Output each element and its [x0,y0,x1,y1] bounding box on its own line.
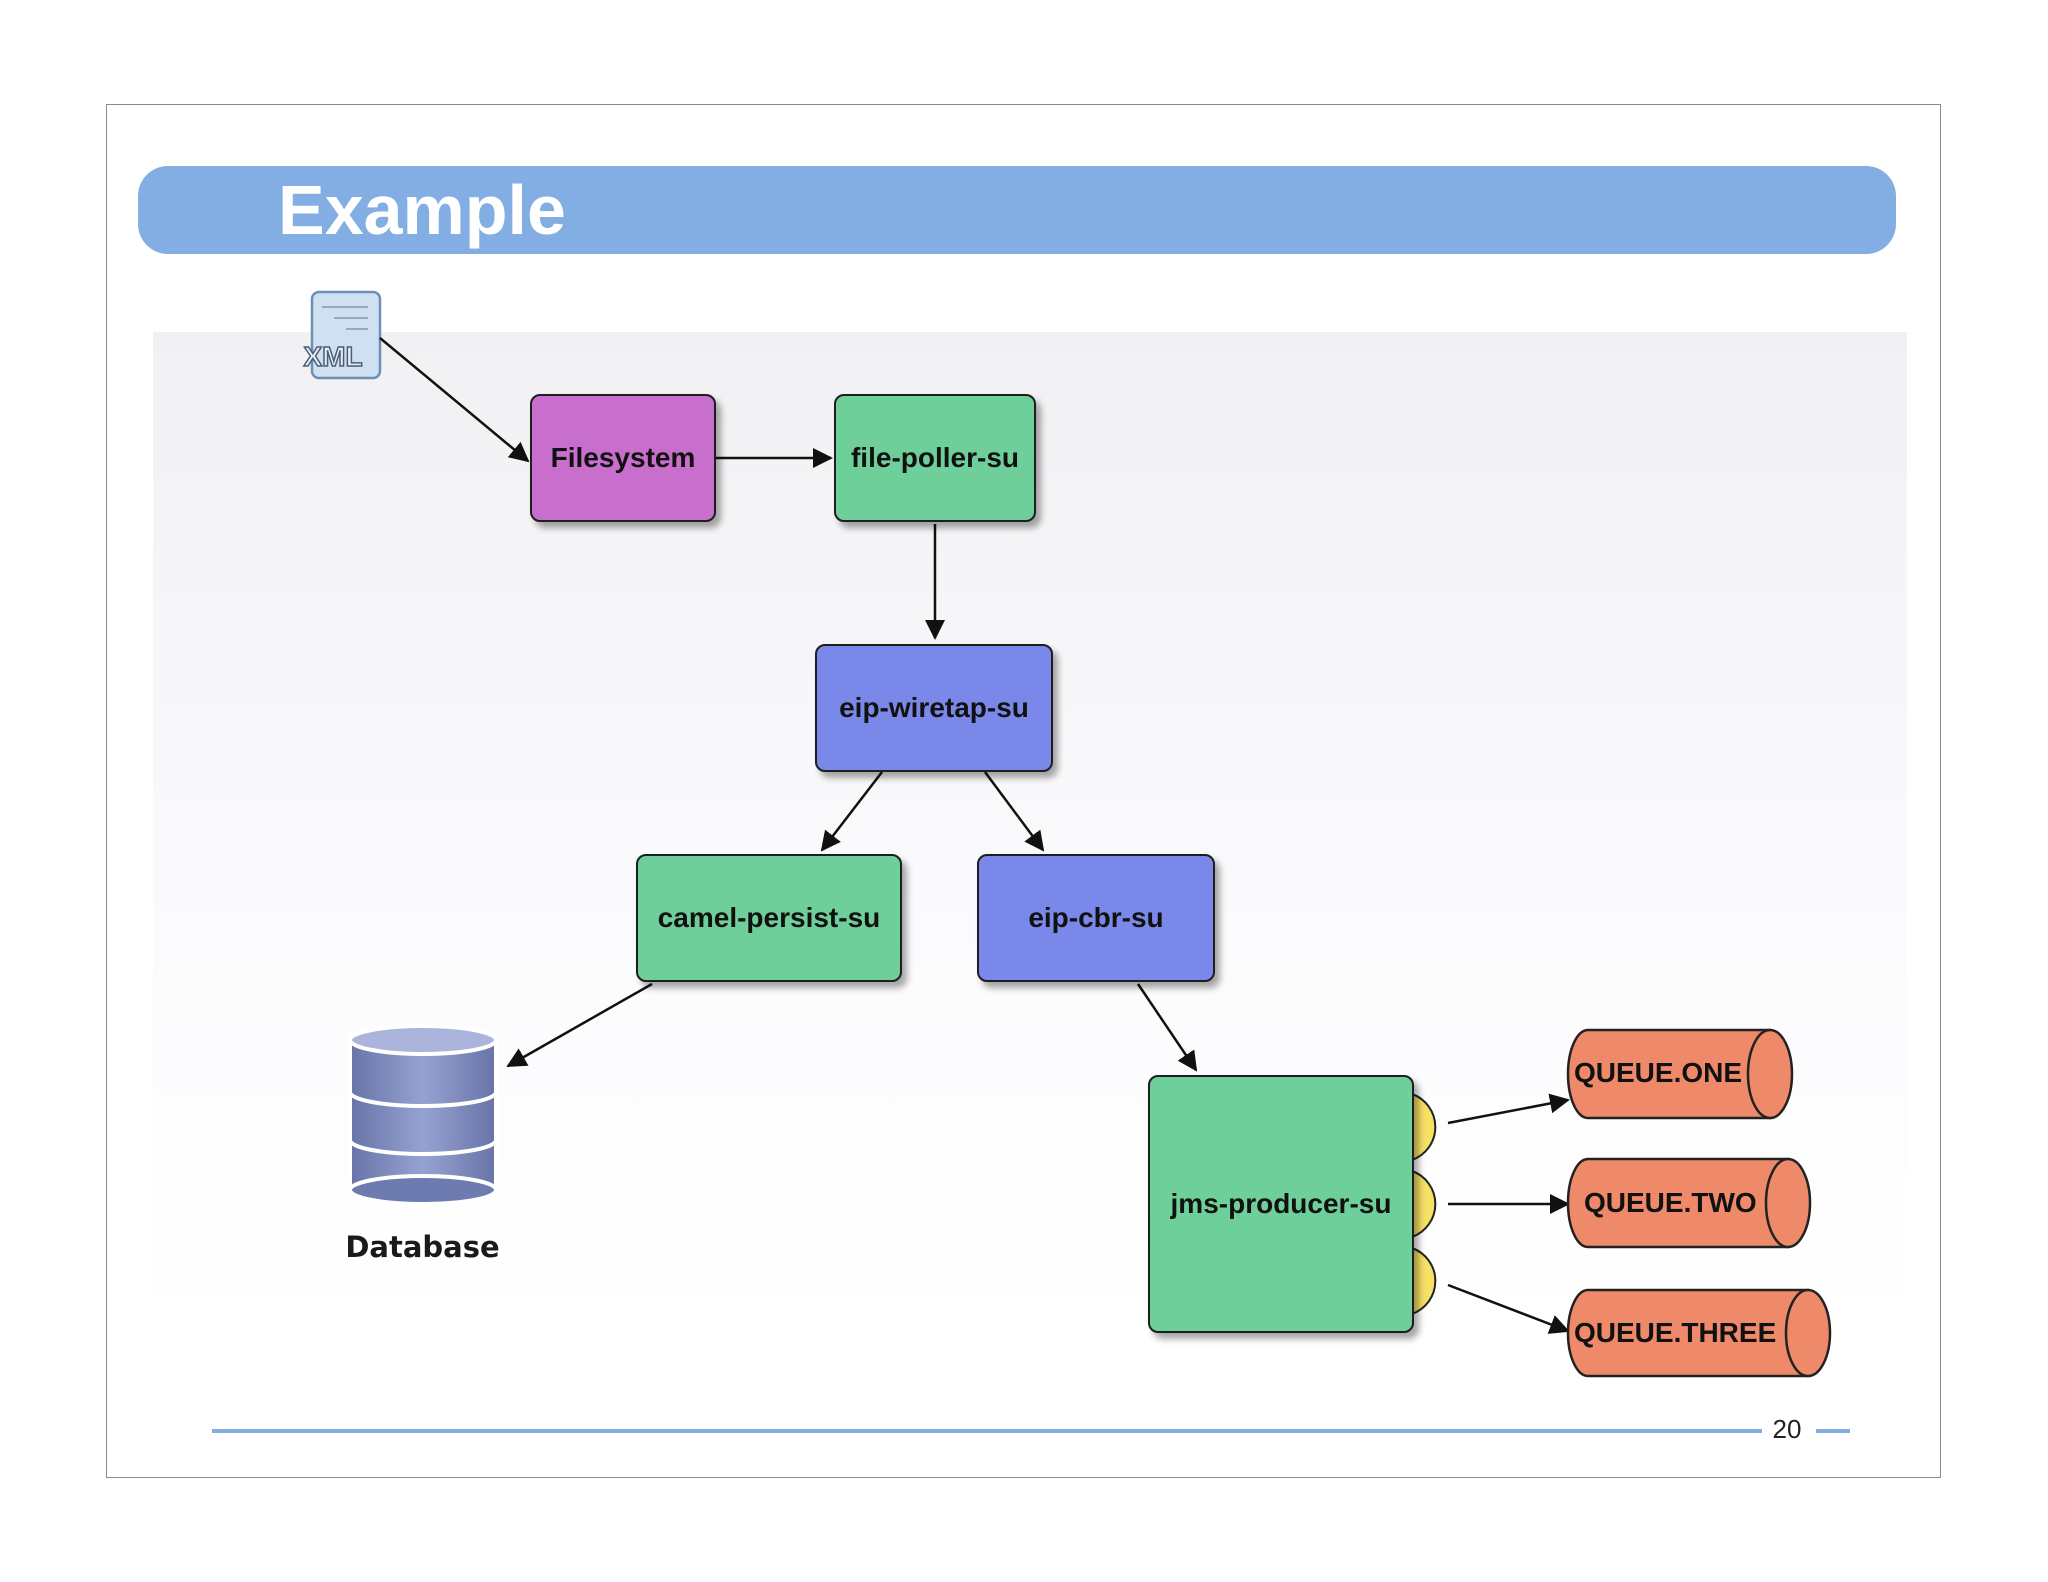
node-file-poller-su-label: file-poller-su [850,442,1019,473]
queue-one [1566,1028,1794,1120]
queue-three [1566,1288,1832,1378]
arrow-wiretap-to-persist [820,771,883,852]
node-eip-cbr-su: eip-cbr-su [977,854,1215,982]
queue-one-label: QUEUE.ONE [1574,1057,1743,1088]
slide-title: Example [278,171,566,249]
node-camel-persist-su-label: camel-persist-su [657,902,881,933]
arrow-jms-to-queue-three [1447,1283,1570,1334]
xml-icon-label: XML [303,341,362,372]
xml-file-icon: XML [303,290,382,380]
database-icon [348,1024,498,1206]
arrow-xml-to-filesystem [379,337,530,463]
endpoint-three [1411,1246,1437,1316]
node-filesystem-label: Filesystem [550,442,696,473]
arrow-cbr-to-jms [1136,983,1198,1072]
queue-two-label: QUEUE.TWO [1584,1187,1757,1218]
node-eip-cbr-su-label: eip-cbr-su [1028,902,1164,933]
queue-three-label: QUEUE.THREE [1574,1317,1777,1348]
node-jms-producer-su: jms-producer-su [1148,1075,1414,1333]
footer-rule-end [1816,1429,1850,1433]
arrow-persist-to-database [506,982,653,1068]
page-number: 20 [1772,1414,1802,1444]
arrow-jms-to-queue-one [1447,1093,1570,1125]
node-filesystem: Filesystem [530,394,716,522]
title-bar [138,166,1896,254]
footer-rule [212,1429,1762,1433]
node-jms-producer-su-label: jms-producer-su [1170,1188,1392,1219]
node-eip-wiretap-su-label: eip-wiretap-su [839,692,1029,723]
endpoint-two [1411,1169,1437,1239]
node-camel-persist-su: camel-persist-su [636,854,902,982]
node-file-poller-su: file-poller-su [834,394,1036,522]
node-eip-wiretap-su: eip-wiretap-su [815,644,1053,772]
arrow-wiretap-to-cbr [983,771,1045,852]
queue-two [1566,1157,1812,1249]
endpoint-one [1411,1092,1437,1162]
database-label: Database [345,1230,500,1264]
